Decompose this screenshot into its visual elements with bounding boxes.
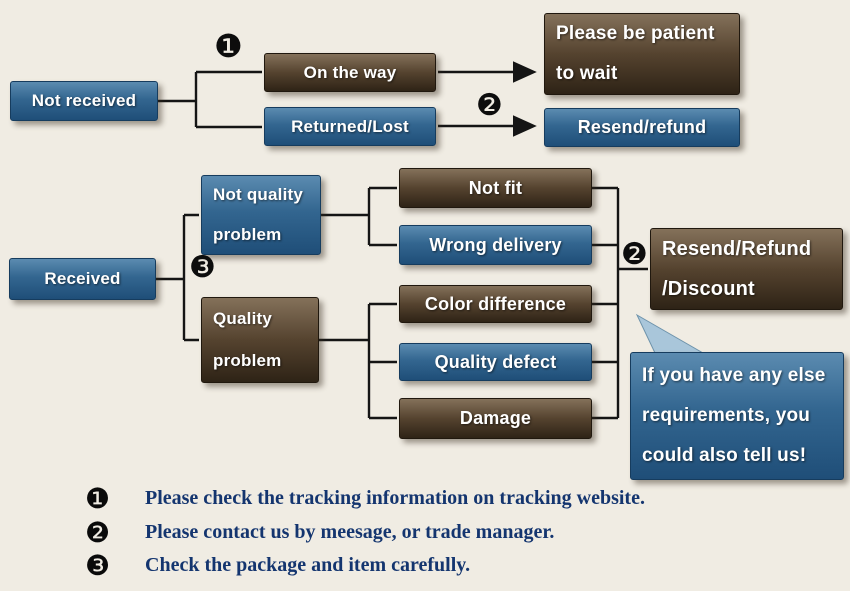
legend-item-1: ❶ Please check the tracking information … — [85, 482, 645, 515]
node-quality-line2: problem — [213, 351, 282, 370]
node-resend-discount-line1: Resend/Refund — [662, 238, 812, 260]
node-not-fit: Not fit — [399, 168, 592, 208]
legend-text-3: Check the package and item carefully. — [145, 554, 471, 576]
node-quality-line1: Quality — [213, 309, 273, 328]
legend-item-2: ❷ Please contact us by meesage, or trade… — [85, 516, 554, 549]
node-not-quality-problem: Not quality problem — [201, 175, 321, 255]
connector-received-fork — [156, 213, 199, 342]
node-color-difference: Color difference — [399, 285, 592, 323]
node-not-received: Not received — [10, 81, 158, 121]
legend-item-3: ❸ Check the package and item carefully. — [85, 549, 470, 582]
step-3-marker: ❸ — [189, 250, 216, 285]
legend-number-1: ❶ — [85, 482, 111, 515]
speech-bubble-line3: could also tell us! — [642, 445, 807, 466]
legend-number-2: ❷ — [85, 516, 111, 549]
connector-right-collector — [592, 186, 648, 420]
node-be-patient-line2: to wait — [556, 63, 618, 84]
step-2-marker-top: ❷ — [476, 88, 503, 123]
node-quality-problem: Quality problem — [201, 297, 319, 383]
legend-text-1: Please check the tracking information on… — [145, 487, 645, 509]
speech-bubble-tail — [635, 313, 705, 354]
speech-bubble-line2: requirements, you — [642, 405, 811, 426]
node-be-patient: Please be patient to wait — [544, 13, 740, 95]
node-not-quality-line1: Not quality — [213, 185, 304, 204]
connector-quality-fork — [319, 302, 397, 420]
node-not-quality-line2: problem — [213, 225, 282, 244]
connector-not-quality-fork — [321, 186, 397, 247]
node-quality-defect: Quality defect — [399, 343, 592, 381]
node-on-the-way: On the way — [264, 53, 436, 92]
step-2-marker-right: ❷ — [621, 237, 648, 272]
speech-bubble-line1: If you have any else — [642, 365, 826, 386]
connector-not-received-fork — [158, 70, 262, 129]
node-damage: Damage — [399, 398, 592, 439]
node-resend-discount-line2: /Discount — [662, 278, 755, 300]
node-returned-lost: Returned/Lost — [264, 107, 436, 146]
step-1-marker: ❶ — [214, 27, 243, 65]
legend-number-3: ❸ — [85, 549, 111, 582]
node-be-patient-line1: Please be patient — [556, 23, 715, 44]
node-resend-refund-discount: Resend/Refund /Discount — [650, 228, 843, 310]
legend-text-2: Please contact us by meesage, or trade m… — [145, 521, 555, 543]
node-received: Received — [9, 258, 156, 300]
node-wrong-delivery: Wrong delivery — [399, 225, 592, 265]
node-resend-refund: Resend/refund — [544, 108, 740, 147]
speech-bubble: If you have any else requirements, you c… — [630, 352, 844, 480]
